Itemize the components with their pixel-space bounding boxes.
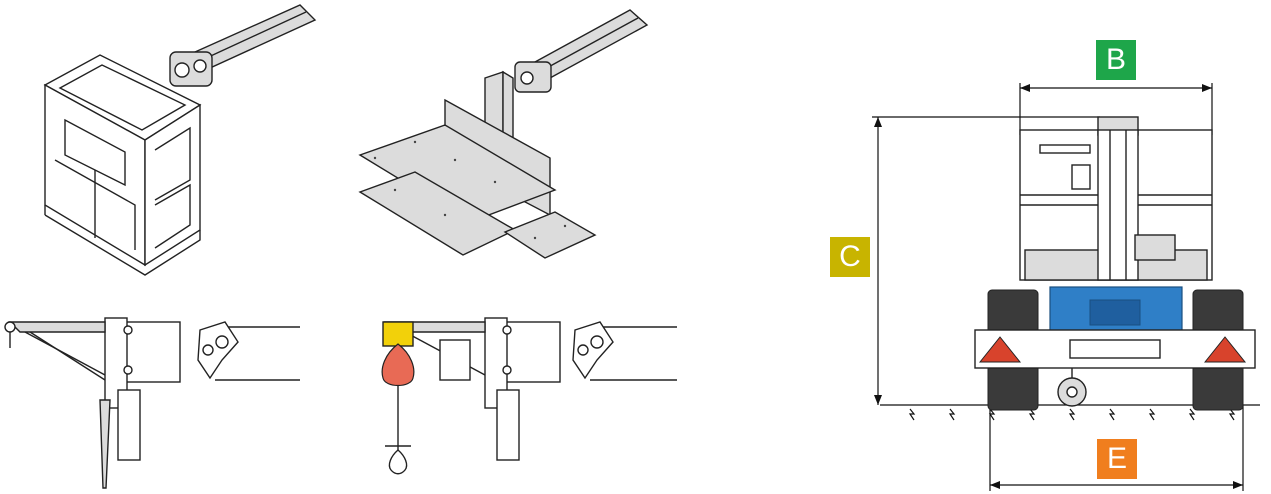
hoist-attachment-illustration (365, 300, 685, 494)
basket-attachment-illustration (30, 0, 330, 280)
right-tail-light (1203, 336, 1247, 363)
jib-attachment-illustration (0, 300, 310, 494)
boom-arm (193, 4, 317, 69)
dimension-e-badge: E (1097, 439, 1137, 479)
rear-view-illustration (860, 25, 1265, 494)
hoist-body (382, 321, 414, 347)
dimension-b-badge: B (1096, 40, 1136, 80)
support-leg (99, 399, 111, 489)
license-plate (1069, 339, 1161, 359)
jib-arm (8, 321, 106, 333)
dimension-b-label: B (1105, 43, 1126, 76)
left-tail-light (978, 336, 1022, 363)
rear-view-drawing (872, 83, 1260, 491)
jib-drawing (4, 317, 300, 489)
dimension-c-label: C (839, 240, 861, 273)
floor-panel-right (503, 211, 597, 259)
dimension-c-badge: C (830, 237, 870, 277)
hook-icon (388, 449, 408, 475)
dimension-e-label: E (1106, 442, 1127, 475)
platform-drawing (358, 9, 649, 259)
platform-attachment-illustration (355, 0, 685, 280)
basket-drawing (43, 4, 317, 276)
hoist-bag (381, 343, 415, 387)
hoist-drawing (381, 317, 677, 475)
